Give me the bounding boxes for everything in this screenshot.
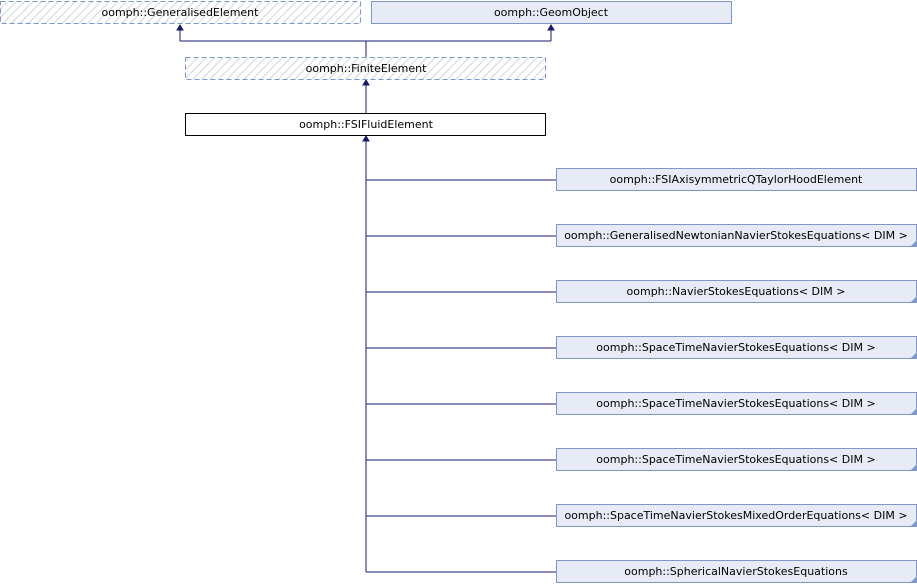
node-fsi-fluid-element[interactable]: oomph::FSIFluidElement	[185, 113, 546, 136]
node-finite-element-label: oomph::FiniteElement	[306, 62, 427, 75]
node-fsi-axisymmetric-label: oomph::FSIAxisymmetricQTaylorHoodElement	[610, 173, 863, 186]
arrow-generalised-element	[176, 24, 184, 31]
node-spherical-navier-stokes[interactable]: oomph::SphericalNavierStokesEquations	[556, 560, 917, 584]
node-fsi-axisymmetric[interactable]: oomph::FSIAxisymmetricQTaylorHoodElement	[556, 168, 917, 191]
node-spherical-navier-stokes-label: oomph::SphericalNavierStokesEquations	[624, 565, 848, 578]
node-spacetime-navier-stokes-3-label: oomph::SpaceTimeNavierStokesEquations< D…	[596, 453, 875, 466]
node-spacetime-navier-stokes-1[interactable]: oomph::SpaceTimeNavierStokesEquations< D…	[556, 336, 917, 360]
node-finite-element[interactable]: oomph::FiniteElement	[185, 57, 546, 80]
template-corner-marker	[910, 297, 916, 303]
node-generalised-element-label: oomph::GeneralisedElement	[102, 6, 260, 19]
template-corner-marker	[910, 577, 916, 583]
template-corner-marker	[910, 521, 916, 527]
node-spacetime-navier-stokes-1-label: oomph::SpaceTimeNavierStokesEquations< D…	[596, 341, 875, 354]
node-generalised-newtonian[interactable]: oomph::GeneralisedNewtonianNavierStokesE…	[556, 224, 917, 248]
template-corner-marker	[910, 409, 916, 415]
node-geom-object-label: oomph::GeomObject	[494, 6, 609, 19]
node-spacetime-navier-stokes-2-label: oomph::SpaceTimeNavierStokesEquations< D…	[596, 397, 875, 410]
node-spacetime-mixed-order[interactable]: oomph::SpaceTimeNavierStokesMixedOrderEq…	[556, 504, 917, 528]
node-generalised-newtonian-label: oomph::GeneralisedNewtonianNavierStokesE…	[564, 229, 908, 242]
node-generalised-element[interactable]: oomph::GeneralisedElement	[0, 1, 361, 24]
arrow-fsi-fluid-element	[362, 135, 370, 142]
node-fsi-fluid-element-label: oomph::FSIFluidElement	[299, 118, 434, 131]
template-corner-marker	[910, 241, 916, 247]
node-navier-stokes-label: oomph::NavierStokesEquations< DIM >	[627, 285, 846, 298]
node-spacetime-navier-stokes-2[interactable]: oomph::SpaceTimeNavierStokesEquations< D…	[556, 392, 917, 416]
node-spacetime-navier-stokes-3[interactable]: oomph::SpaceTimeNavierStokesEquations< D…	[556, 448, 917, 472]
template-corner-marker	[910, 465, 916, 471]
node-navier-stokes[interactable]: oomph::NavierStokesEquations< DIM >	[556, 280, 917, 304]
node-geom-object[interactable]: oomph::GeomObject	[371, 1, 732, 24]
arrow-geom-object	[547, 24, 555, 31]
template-corner-marker	[910, 353, 916, 359]
arrow-finite-element	[362, 79, 370, 86]
node-spacetime-mixed-order-label: oomph::SpaceTimeNavierStokesMixedOrderEq…	[564, 509, 907, 522]
edges	[176, 24, 556, 573]
